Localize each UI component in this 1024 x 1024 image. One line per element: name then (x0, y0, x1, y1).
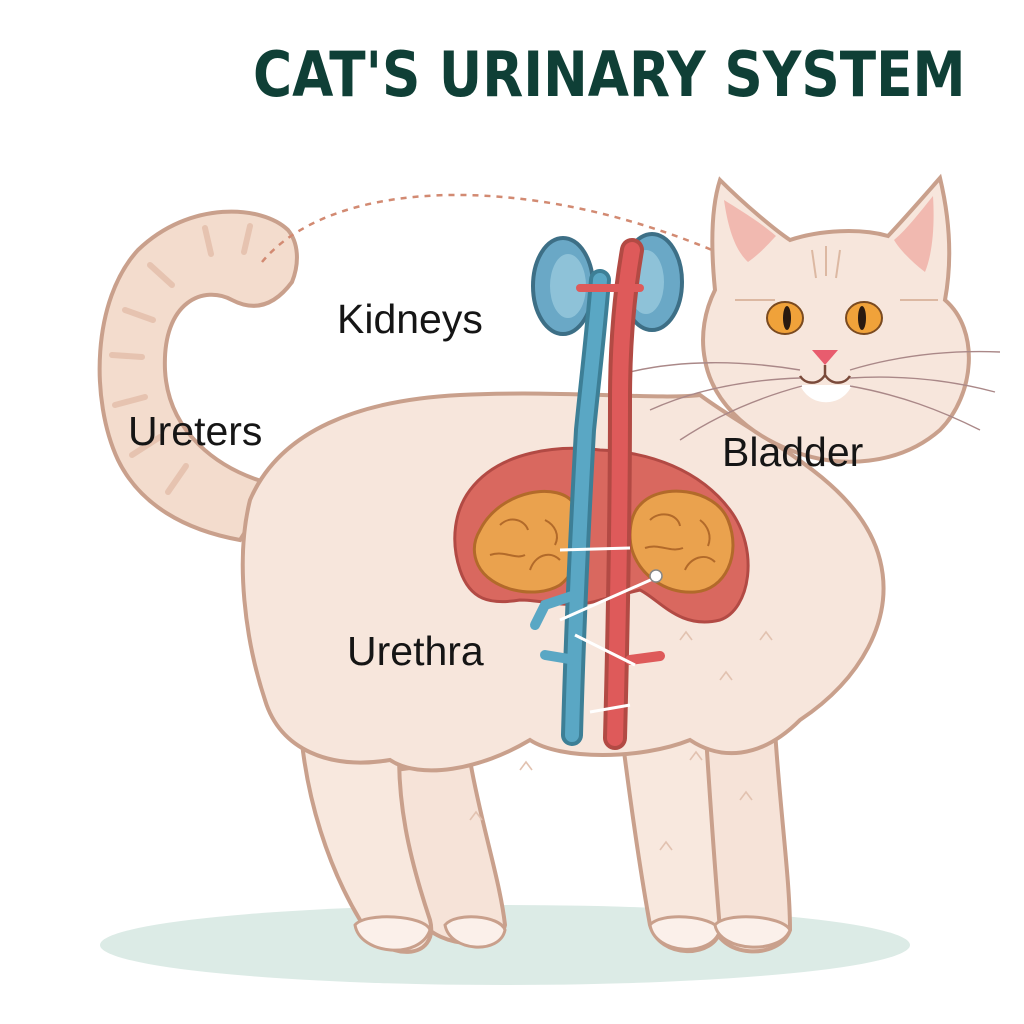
diagram-title: CAT'S URINARY SYSTEM (253, 38, 966, 111)
tail-stripes (109, 223, 253, 495)
cat-pupil-left (783, 306, 791, 330)
cat-ear-inner-left (724, 200, 776, 262)
top-left-kidney-inner (550, 254, 586, 318)
blue-stub (540, 650, 580, 665)
cat-pupil-right (858, 306, 866, 330)
junction-dot (649, 569, 663, 583)
blue-vessel-inner (565, 273, 607, 742)
right-kidney-texture (644, 513, 716, 571)
left-kidney-orange (472, 489, 584, 594)
red-stub (625, 651, 665, 665)
cat-front-leg-front (617, 718, 723, 954)
cat-whiskers (629, 350, 1001, 441)
label-ureters: Ureters (128, 408, 263, 454)
label-urethra: Urethra (347, 628, 484, 674)
label-bladder: Bladder (722, 429, 864, 475)
cat-hind-leg-front (297, 717, 434, 954)
blue-branch (530, 590, 580, 630)
cat-chin (800, 385, 852, 403)
cat-nose (812, 350, 838, 365)
cat-paws (353, 915, 792, 952)
red-vessel-inner (607, 242, 640, 746)
cat-ear-inner-right (894, 196, 934, 272)
left-kidney-texture (489, 518, 561, 571)
cat-mouth (798, 365, 852, 384)
head-stripes (735, 246, 938, 301)
label-kidneys: Kidneys (337, 296, 483, 342)
body-fur-marks (469, 630, 773, 851)
dashed-guide-line (261, 193, 713, 263)
white-connectors (559, 546, 656, 714)
